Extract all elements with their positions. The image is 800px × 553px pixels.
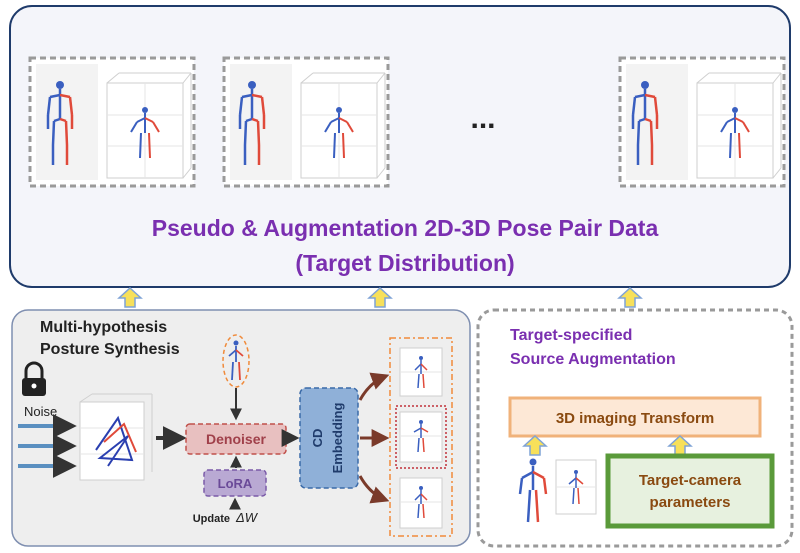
lora-block [203,469,267,497]
top-panel-title: Pseudo & Augmentation 2D-3D Pose Pair Da… [152,215,659,241]
target-distribution-panel [9,5,791,288]
delta-w-label: ΔW [235,510,259,525]
up-arrow-icon [368,287,392,308]
camera-parameters-label: Target-camera [639,472,742,489]
posture-synthesis-title: Multi-hypothesis [40,319,167,336]
pose-pair-3 [618,56,786,188]
embedding-output-arrows [358,372,390,504]
noisy-pose-box [79,393,153,481]
denoiser-block [185,423,287,455]
cd-embedding-block [299,387,359,489]
pose-pair-1 [28,56,196,188]
source-augmentation-subtitle: Source Augmentation [510,351,676,368]
noise-label: Noise [24,404,57,419]
hypotheses-group [389,337,453,537]
hypothesis-pose-1 [399,347,443,397]
cd-label: CD [310,429,325,448]
skeleton-3d-figure [300,72,386,179]
skeleton-3d-figure [106,72,192,179]
lora-label: LoRA [218,476,253,491]
pose-pair-2 [222,56,390,188]
ellipsis: ... [470,102,495,135]
camera-parameters-sublabel: parameters [650,494,731,511]
embedding-label: Embedding [330,403,345,474]
source-pose-3d [555,459,597,515]
hypothesis-pose-3 [399,477,443,529]
noise-arrows [18,414,77,478]
source-pose-figure [518,458,548,523]
condition-pose [222,334,250,388]
hypothesis-pose-2 [399,411,443,463]
selected-hypothesis-frame [395,405,447,469]
camera-parameters-block [605,453,775,529]
up-arrow-icon [618,287,642,308]
up-arrow-icon [118,287,142,308]
source-augmentation-title: Target-specified [510,327,632,344]
imaging-transform-label: 3D imaging Transform [556,410,714,427]
posture-synthesis-subtitle: Posture Synthesis [40,341,180,358]
update-label: Update [193,513,230,525]
denoiser-label: Denoiser [206,431,266,447]
lock-icon [22,361,46,396]
imaging-transform-block [508,396,762,438]
top-panel-subtitle: (Target Distribution) [295,250,514,276]
skeleton-3d-figure [696,72,782,179]
